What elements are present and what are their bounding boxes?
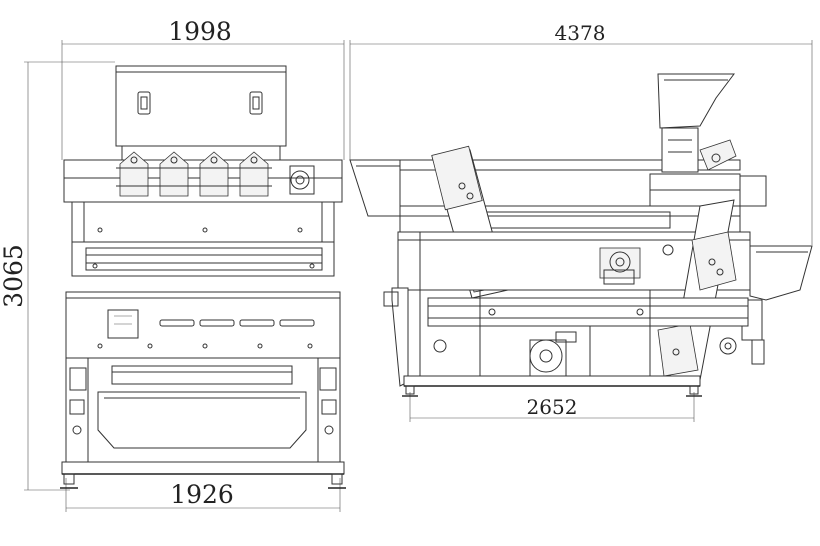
control-slots [159, 319, 315, 327]
dimension-lines [24, 40, 813, 512]
side-view [349, 73, 813, 397]
front-view [60, 65, 346, 489]
front-height-label: 3065 [0, 244, 28, 308]
side-bottom-length-label: 2652 [527, 395, 578, 419]
side-top-length-label: 4378 [555, 21, 606, 45]
front-top-width-label: 1998 [168, 17, 232, 46]
front-bottom-width-label: 1926 [170, 480, 234, 509]
chute-funnels [116, 151, 272, 197]
